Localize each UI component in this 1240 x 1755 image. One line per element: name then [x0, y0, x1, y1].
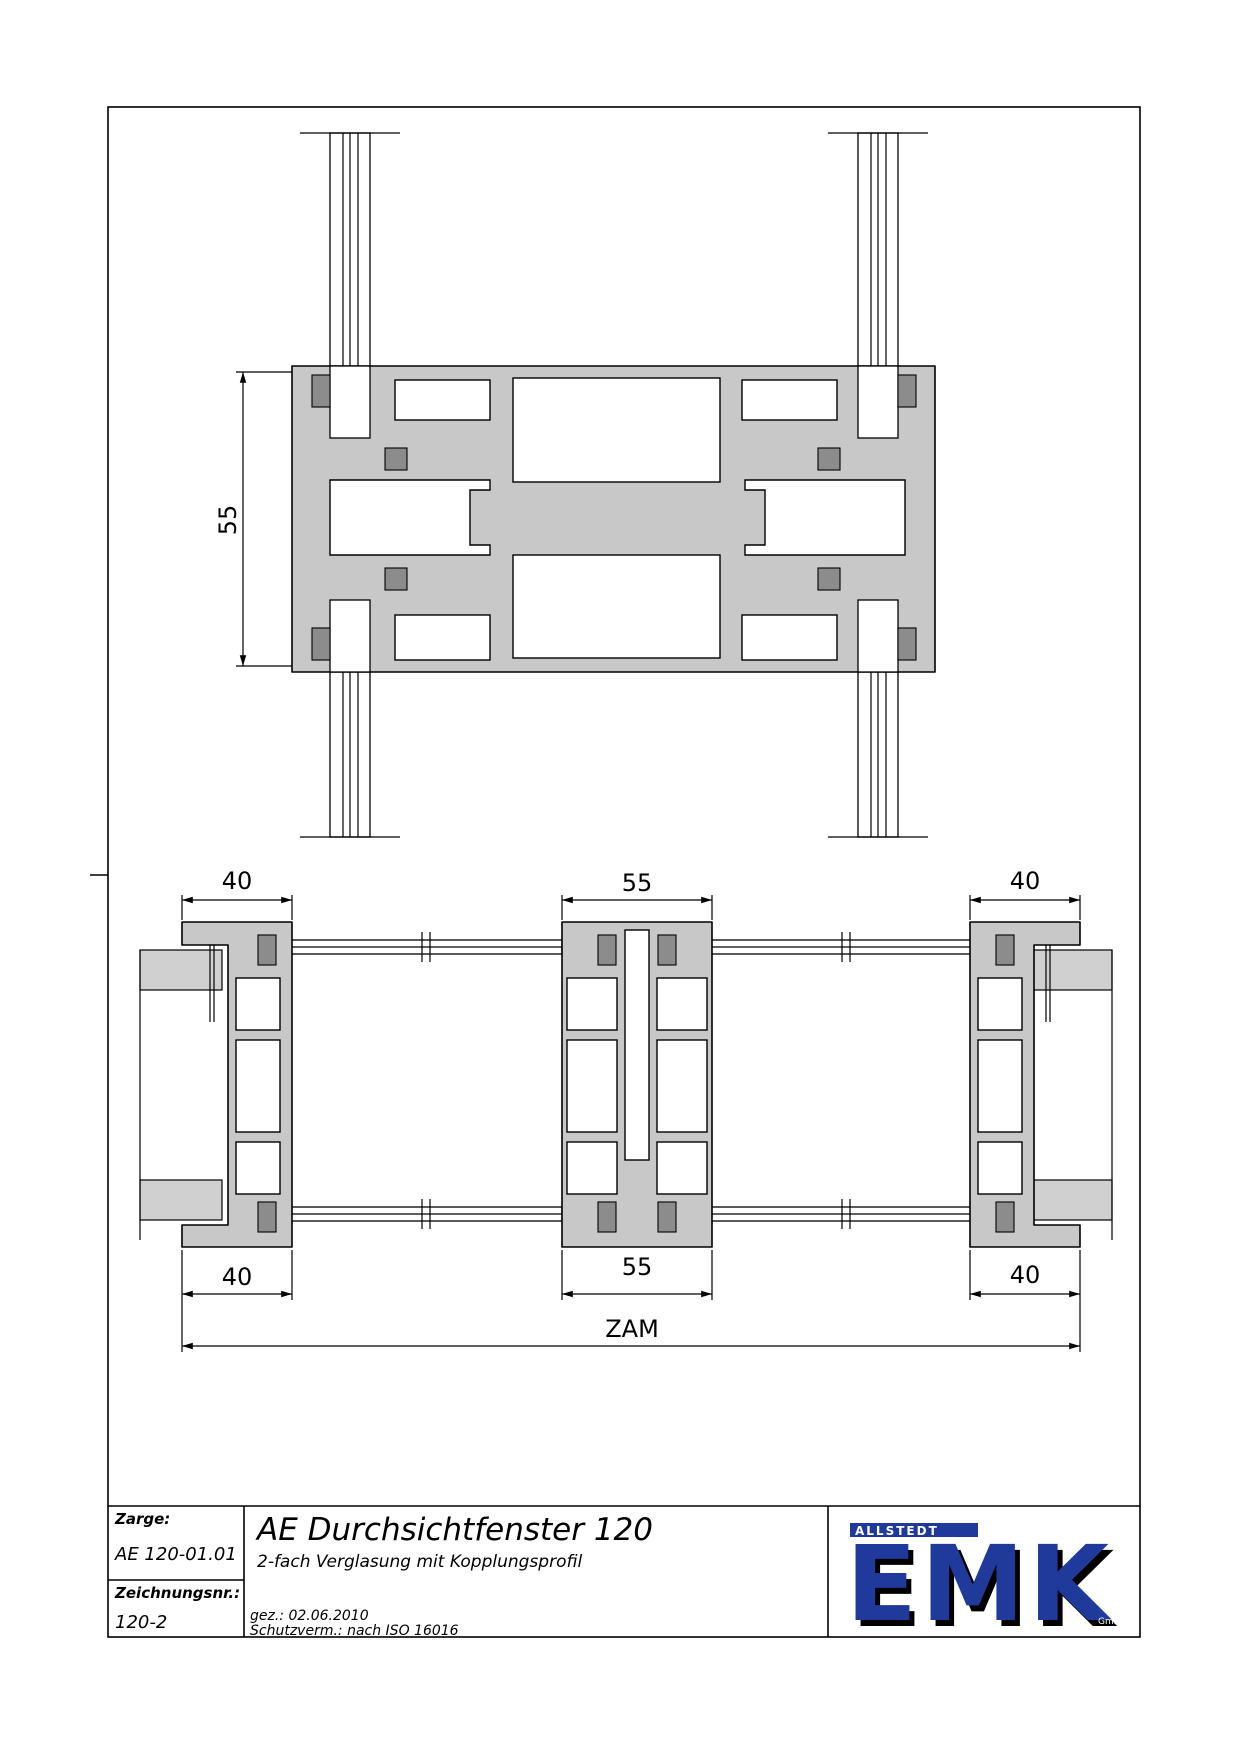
vertical-section: 55 [214, 132, 936, 838]
gasket-right-upper [897, 374, 917, 408]
logo-top-text: ALLSTEDT [855, 1524, 939, 1538]
glass-horizontal-bottom-right [687, 1206, 989, 1222]
coupling-slot-top [624, 929, 650, 1161]
protection-note: Schutzverm.: nach ISO 16016 [250, 1623, 459, 1639]
dim-label-vertical-55: 55 [214, 505, 242, 536]
glass-horizontal-top-left [261, 939, 563, 955]
logo-suffix: GmbH [1098, 1617, 1126, 1627]
profile-slot-right [741, 379, 838, 421]
frame-right-chamber [977, 1039, 1023, 1133]
gasket-h-left-top [257, 934, 277, 966]
dim-label-top-center: 55 [622, 869, 653, 897]
gasket-right-lower [897, 627, 917, 661]
glass-in-frame-right-upper [857, 365, 899, 439]
coupling-chamber-right [656, 1039, 708, 1133]
frame-left-chamber-lower [235, 1141, 281, 1195]
profile-channel-center-right [744, 479, 906, 556]
coupling-upper-right [656, 977, 708, 1031]
emk-logo: ALLSTEDT EMK EMK GmbH [846, 1523, 1126, 1651]
drawing-number-label: Zeichnungsnr.: [114, 1584, 240, 1602]
bead-left-upper [384, 447, 408, 471]
frame-right-chamber-lower [977, 1141, 1023, 1195]
bead-right-upper [817, 447, 841, 471]
bead-right-lower [817, 567, 841, 591]
frame-left-chamber-upper [235, 977, 281, 1031]
wall-right-lower [1029, 1179, 1113, 1221]
title-block: Zarge: AE 120-01.01 Zeichnungsnr.: 120-2… [108, 1505, 1140, 1651]
wall-right-upper [1029, 949, 1113, 991]
profile-chamber-lower [512, 554, 721, 659]
dim-label-top-right: 40 [1010, 867, 1041, 895]
gasket-h-center-lt [597, 934, 617, 966]
profile-slot-left [394, 379, 491, 421]
coupling-lower-left [566, 1141, 618, 1195]
coupling-chamber-left [566, 1039, 618, 1133]
frame-right-chamber-upper [977, 977, 1023, 1031]
gasket-left-lower [311, 627, 331, 661]
frame-left-chamber [235, 1039, 281, 1133]
gasket-h-left-bottom [257, 1201, 277, 1233]
drawn-date: gez.: 02.06.2010 [250, 1608, 369, 1624]
zarge-label: Zarge: [114, 1510, 170, 1528]
profile-chamber-upper [512, 377, 721, 483]
dim-label-bottom-left: 40 [222, 1263, 253, 1291]
gasket-h-right-top [995, 934, 1015, 966]
drawing-border [107, 106, 1141, 1638]
gasket-left-upper [311, 374, 331, 408]
coupling-profile-vertical [291, 365, 936, 673]
gasket-h-center-rb [657, 1201, 677, 1233]
glass-in-frame-right-lower [857, 599, 899, 673]
break-marks [421, 932, 851, 1229]
gasket-h-right-bottom [995, 1201, 1015, 1233]
drawing-number-value: 120-2 [115, 1612, 167, 1633]
dim-label-bottom-right: 40 [1010, 1261, 1041, 1289]
profile-slot-left-lower [394, 614, 491, 661]
gasket-h-center-rt [657, 934, 677, 966]
dim-label-overall: ZAM [605, 1315, 659, 1343]
drawing-subtitle: 2-fach Verglasung mit Kopplungsprofil [257, 1552, 582, 1572]
gasket-h-center-lb [597, 1201, 617, 1233]
profile-channel-center [329, 479, 491, 556]
horizontal-section: 40 55 40 40 55 40 ZAM [139, 867, 1113, 1352]
dim-label-bottom-center: 55 [622, 1253, 653, 1281]
logo-brand-color: EMK [846, 1523, 1113, 1645]
wall-left-lower [139, 1179, 223, 1221]
glass-horizontal-top-right [687, 939, 989, 955]
bead-left-lower [384, 567, 408, 591]
glass-horizontal-bottom-left [261, 1206, 563, 1222]
drawing-title: AE Durchsichtfenster 120 [255, 1512, 653, 1548]
logo-brand: EMK [851, 1529, 1118, 1651]
coupling-lower-right [656, 1141, 708, 1195]
glass-in-frame-left-upper [329, 365, 371, 439]
zarge-value: AE 120-01.01 [114, 1544, 237, 1565]
dim-label-top-left: 40 [222, 867, 253, 895]
coupling-upper-left [566, 977, 618, 1031]
profile-slot-right-lower [741, 614, 838, 661]
glass-in-frame-left-lower [329, 599, 371, 673]
